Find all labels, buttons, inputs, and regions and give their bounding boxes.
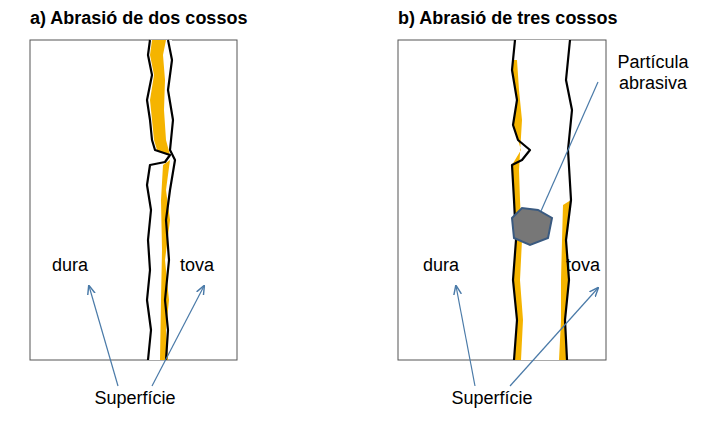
abrasive-particle xyxy=(512,208,552,245)
gap xyxy=(512,40,572,360)
leader-arrow xyxy=(89,286,118,386)
hard-surface xyxy=(512,40,530,360)
material-label: dura xyxy=(52,255,88,276)
soft-surface xyxy=(565,40,572,360)
leader-line xyxy=(541,82,598,211)
panel-title: a) Abrasió de dos cossos xyxy=(30,8,247,29)
gap xyxy=(147,40,175,360)
panel-frame xyxy=(30,40,237,360)
material-label: tova xyxy=(180,255,214,276)
material-label: tova xyxy=(566,255,600,276)
surface-label: Superfície xyxy=(451,388,532,409)
transferred-layer xyxy=(150,40,170,155)
panel-title: b) Abrasió de tres cossos xyxy=(398,8,617,29)
leader-arrow xyxy=(510,288,598,386)
leader-arrow xyxy=(456,286,475,386)
material-label: dura xyxy=(423,255,459,276)
leader-arrow xyxy=(152,286,204,386)
particle-label: Partícula abrasiva xyxy=(598,52,708,94)
panel-frame xyxy=(398,40,606,360)
surface-label: Superfície xyxy=(94,388,175,409)
soft-surface xyxy=(165,40,175,360)
